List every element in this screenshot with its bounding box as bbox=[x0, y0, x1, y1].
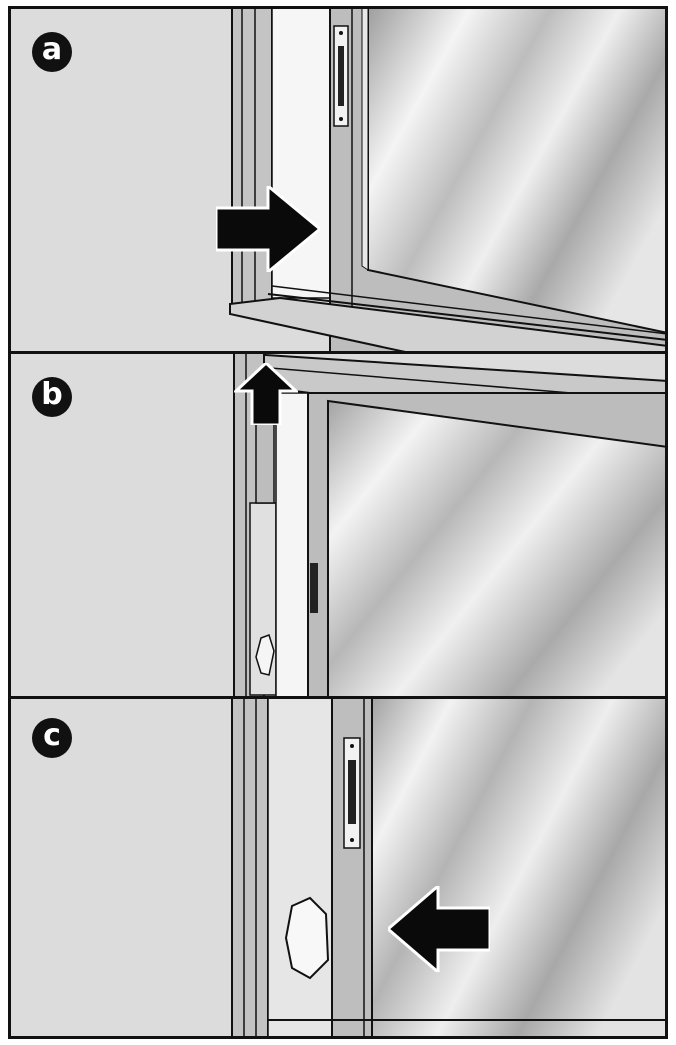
step-label-b: b bbox=[32, 377, 72, 417]
panel-c-illustration bbox=[10, 698, 668, 1037]
panel-c: c bbox=[10, 698, 668, 1037]
panel-divider bbox=[8, 351, 668, 354]
panel-b: b bbox=[10, 353, 668, 698]
panel-a-illustration bbox=[10, 8, 668, 353]
panel-b-illustration bbox=[10, 353, 668, 698]
panel-divider bbox=[8, 696, 668, 699]
left-arrow-icon bbox=[388, 886, 490, 972]
panel-a: a bbox=[10, 8, 668, 353]
right-arrow-icon bbox=[216, 186, 320, 272]
step-label-c: c bbox=[32, 718, 72, 758]
step-label-a: a bbox=[32, 32, 72, 72]
up-arrow-icon bbox=[234, 363, 298, 425]
